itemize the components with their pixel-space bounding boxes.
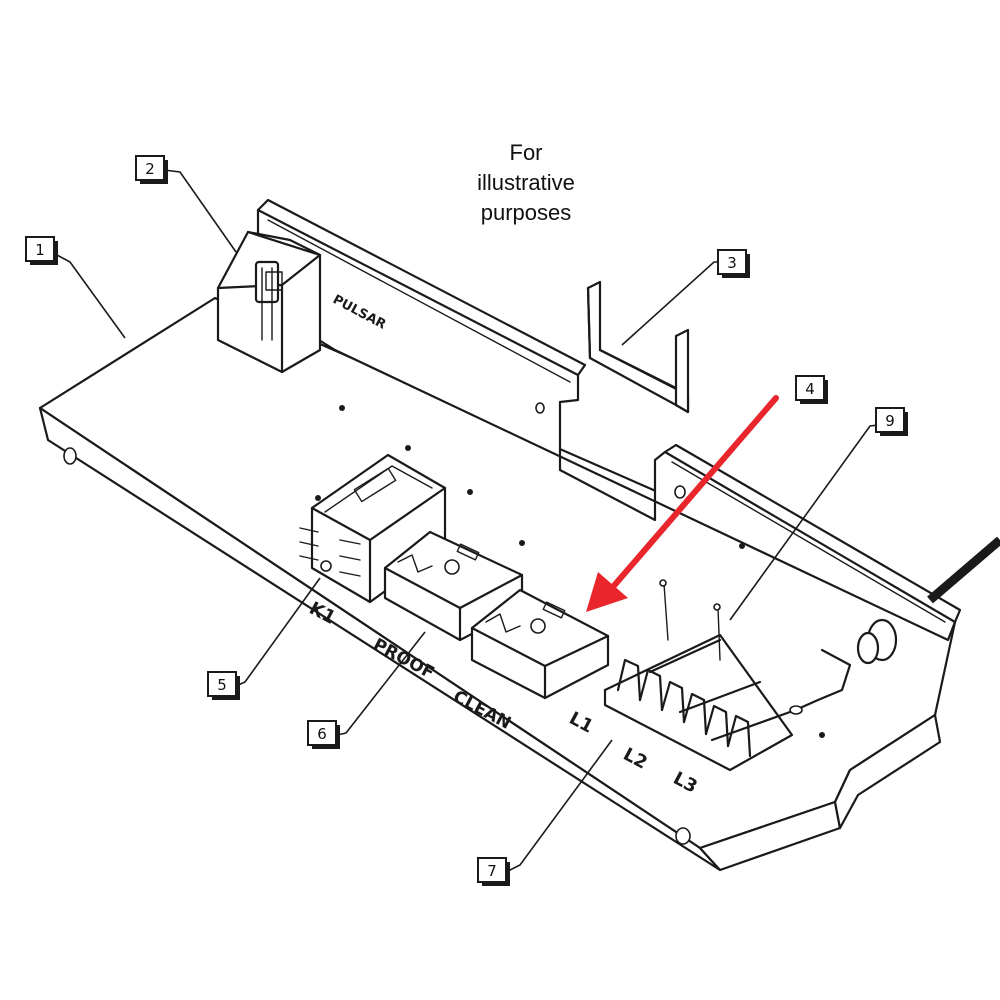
callout-7-number: 7 — [487, 862, 497, 880]
chassis-plate — [38, 198, 962, 872]
pulsar-relay — [216, 230, 322, 374]
callout-5-number: 5 — [217, 676, 227, 694]
callout-4-number: 4 — [805, 380, 815, 398]
clean-relay — [470, 588, 610, 700]
callout-2-number: 2 — [145, 160, 155, 178]
proof-relay — [383, 530, 524, 642]
callout-6-number: 6 — [317, 725, 327, 743]
caption-line-3: purposes — [481, 200, 572, 225]
callout-5: 5 — [207, 671, 240, 700]
callout-3-number: 3 — [727, 254, 737, 272]
caption: For illustrative purposes — [477, 140, 575, 225]
caption-line-2: illustrative — [477, 170, 575, 195]
callout-9: 9 — [875, 407, 908, 436]
cable-connector — [789, 536, 1000, 715]
callout-9-number: 9 — [885, 412, 895, 430]
callout-6: 6 — [307, 720, 340, 749]
callout-2: 2 — [135, 155, 168, 184]
highlight-arrow — [586, 395, 779, 612]
callout-7: 7 — [477, 857, 510, 886]
callout-1: 1 — [25, 236, 58, 265]
callout-4: 4 — [795, 375, 828, 404]
u-bracket — [586, 280, 690, 414]
callout-3: 3 — [717, 249, 750, 278]
terminal-block — [603, 579, 794, 772]
callout-1-number: 1 — [35, 241, 45, 259]
caption-line-1: For — [510, 140, 543, 165]
